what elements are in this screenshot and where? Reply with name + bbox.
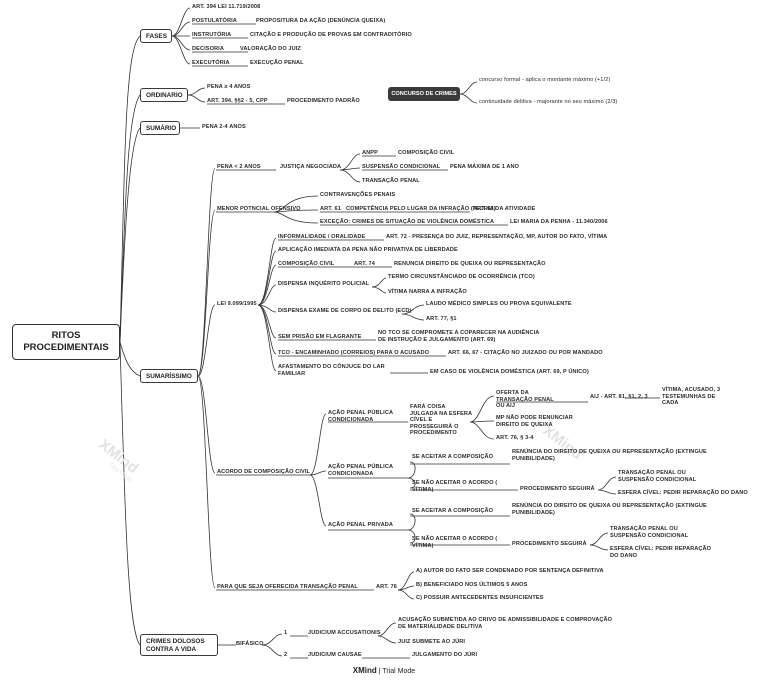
oferta-transacao: OFERTA DA TRANSAÇÃO PENAL OU AIJ [496,390,554,410]
fases-node[interactable]: FASES [140,29,172,43]
acordo-composicao: ACORDO DE COMPOSIÇÃO CIVIL [217,469,311,475]
afastamento: AFASTAMENTO DO CÔNJUCE DO LAR FAMILIAR [278,364,385,377]
fases-executoria-desc: EXECUÇÃO PENAL [250,60,304,66]
concurso-formal: concurso formal - aplica o montante máxi… [479,77,611,83]
fases-executoria: EXECUTÓRIA [192,60,230,66]
excecao: EXCEÇÃO: CRIMES DE SITUAÇÃO DE VIOLÊNCIA… [320,219,495,225]
tco-encaminhado: TCO - ENCAMINHADO (CORREIOS) PARA O ACUS… [278,350,430,356]
transacao-penal: TRANSAÇÃO PENAL [362,178,420,184]
sumario-node[interactable]: SUMÁRIO [140,121,180,135]
renuncia-2: RENÚNCIA DO DIREITO DE QUEIXA OU REPRESE… [512,449,707,462]
concurso-continuidade: continuidade delitiva - majorante no seu… [479,99,618,105]
composicao-civil: COMPOSIÇÃO CIVIL [278,261,335,267]
art76: ART. 76 [376,584,397,590]
sumarissimo-node[interactable]: SUMARÍSSIMO [140,369,198,383]
fara-coisa-julgada: FARÁ COISA JULGADA NA ESFERA CÍVEL E PRO… [410,404,472,437]
teoria-atividade: TEORIA DA ATIVIDADE [472,206,536,212]
transacao-3: TRANSAÇÃO PENAL OU SUSPENSÃO CONDICIONAL [610,526,689,539]
justica-negociada: JUSTIÇA NEGOCIADA [280,164,342,170]
req-b: B) BENEFICIADO NOS ÚLTIMOS 5 ANOS [416,582,528,588]
anpp-composicao: COMPOSIÇÃO CIVIL [398,150,455,156]
fases-lei: ART. 394 LEI 11.719/2008 [192,4,261,10]
se-aceitar-2: SE ACEITAR A COMPOSIÇÃO [412,508,494,514]
fases-postulatoria: POSTULATÓRIA [192,18,237,24]
transacao-2: TRANSAÇÃO PENAL OU SUSPENSÃO CONDICIONAL [618,470,697,483]
dolosos-node[interactable]: CRIMES DOLOSOS CONTRA A VIDA [140,634,218,656]
art72: ART. 72 - PRESENÇA DO JUIZ, REPRESENTAÇÃ… [386,234,608,240]
juiz-submete: JUIZ SUBMETE AO JÚRI [398,639,466,645]
suspensao-condicional: SUSPENSÃO CONDICIONAL [362,164,441,170]
req-c: C) POSSUIR ANTECEDENTES INSUFICIENTES [416,595,544,601]
dolosos-line2: CONTRA A VIDA [146,646,197,653]
renuncia: RENUNCIA DIREITO DE QUEIXA OU REPRESENTA… [394,261,546,267]
dispensa-exame: DISPENSA EXAME DE CORPO DE DELITO (ECD) [278,308,412,314]
contravencoes: CONTRAVENÇÕES PENAIS [320,192,396,198]
art61: ART. 61 [320,206,341,212]
nao-tco: NO TCO SE COMPROMETE A COPARECER NA AUDI… [378,330,540,343]
se-aceitar-1: SE ACEITAR A COMPOSIÇÃO [412,454,494,460]
julgamento-juri: JULGAMENTO DO JÚRI [412,652,478,658]
vitima-acusado: VÍTIMA, ACUSADO, 3 TESTEMUNHAS DE CADA [662,387,721,407]
acusacao-submetida: ACUSAÇÃO SUBMETIDA AO CRIVO DE ADMISSIBI… [398,617,613,630]
lei-9099: LEI 9.099/1995 [217,301,257,307]
fase-2: 2 [284,652,288,658]
tco: TERMO CIRCUNSTÂNCIADO DE OCORRÊNCIA (TCO… [388,274,535,280]
fases-postulatoria-desc: PROPOSITURA DA AÇÃO (DENÚNCIA QUEIXA) [256,18,386,24]
sem-prisao: SEM PRISÃO EM FLAGRANTE [278,334,362,340]
bifasico: BIFÁSICO [236,641,264,647]
judicium-accusationis: JUDICIUM ACCUSATIONIS [308,630,381,636]
para-que-seja: PARA QUE SEJA OFERECIDA TRANSAÇÃO PENAL [217,584,358,590]
concurso-node[interactable]: CONCURSO DE CRIMES [388,87,460,101]
footer: XMind | Trial Mode [352,666,416,675]
apc1: AÇÃO PENAL PÚBLICA CONDICIONADA [328,410,393,423]
dispensa-inquerito: DISPENSA INQUÉRITO POLICIAL [278,281,370,287]
vitima-narra: VÍTIMA NARRA A INFRAÇÃO [388,289,467,295]
competencia: COMPETÊNCIA PELO LUGAR DA INFRAÇÃO (ART.… [346,206,496,212]
informalidade: INFORMALIDADE / ORALIDADE [278,234,366,240]
ordinario-art: ART. 394, §§2 - 5, CPP [207,98,268,104]
aij: AIJ - ART. 81, §1, 2, 3 [590,394,648,400]
root-line1: RITOS [51,330,81,341]
esfera-civel-2: ESFERA CÍVEL: PEDIR REPARAÇÃO DO DANO [610,546,712,559]
menor-potencial: MENOR POTNCIAL OFENSIVO [217,206,301,212]
ordinario-pena: PENA ≥ 4 ANOS [207,84,251,90]
renuncia-3: RENÚNCIA DO DIREITO DE QUEIXA OU REPRESE… [512,503,707,516]
fase-1: 1 [284,630,288,636]
fases-instrutoria-desc: CITAÇÃO E PRODUÇÃO DE PROVAS EM CONTRADI… [250,32,412,38]
pena-maxima: PENA MÁXIMA DE 1 ANO [450,164,520,170]
laudo: LAUDO MÉDICO SIMPLES OU PROVA EQUIVALENT… [426,301,572,307]
maria-penha: LEI MARIA DA PENHA - 11.340/2006 [510,219,608,225]
se-nao-aceitar-2: SE NÃO ACEITAR O ACORDO ( VÍTIMA) [412,536,498,549]
aplicacao-imediata: APLICAÇÃO IMEDIATA DA PENA NÃO PRIVATIVA… [278,247,458,253]
art76-34: ART. 76, § 3-4 [496,435,534,441]
procedimento-seguira-1: PROCEDIMENTO SEGUIRÁ [520,486,595,492]
fases-decisoria-desc: VALORAÇÃO DO JUIZ [240,46,301,52]
fases-instrutoria: INSTRUTÓRIA [192,32,232,38]
judicium-causae: JUDICIUM CAUSAE [308,652,362,658]
procedimento-seguira-2: PROCEDIMENTO SEGUIRÁ [512,541,587,547]
pena-menor-2: PENA < 2 ANOS [217,164,261,170]
dolosos-line1: CRIMES DOLOSOS [146,638,205,645]
req-a: A) AUTOR DO FATO SER CONDENADO POR SENTE… [416,568,604,574]
art74: ART. 74 [354,261,375,267]
apc2: AÇÃO PENAL PÚBLICA CONDICIONADA [328,464,393,477]
esfera-civel-1: ESFERA CÍVEL: PEDIR REPARAÇÃO DO DANO [618,490,748,496]
ordinario-node[interactable]: ORDINARIO [140,88,188,102]
se-nao-aceitar-1: SE NÃO ACEITAR O ACORDO ( VÍTIMA) [412,480,498,493]
ordinario-padrao: PROCEDIMENTO PADRÃO [287,98,360,104]
acao-privada: AÇÃO PENAL PRIVADA [328,522,393,528]
footer-mode: Trial Mode [382,668,416,675]
fases-decisoria: DECISORIA [192,46,224,52]
art66: ART. 66, 67 - CITAÇÃO NO JUIZADO OU POR … [448,350,603,356]
root-line2: PROCEDIMENTAIS [23,342,109,353]
art77: ART. 77, §1 [426,316,457,322]
footer-brand: XMind [352,666,377,675]
mp-nao-pode: MP NÃO PODE RENUNCIAR DIREITO DE QUEIXA [496,415,573,428]
anpp: ANPP [362,150,378,156]
sumario-pena: PENA 2-4 ANOS [202,124,246,130]
caso-violencia: EM CASO DE VIOLÊNCIA DOMÉSTICA (ART. 69,… [430,369,589,375]
